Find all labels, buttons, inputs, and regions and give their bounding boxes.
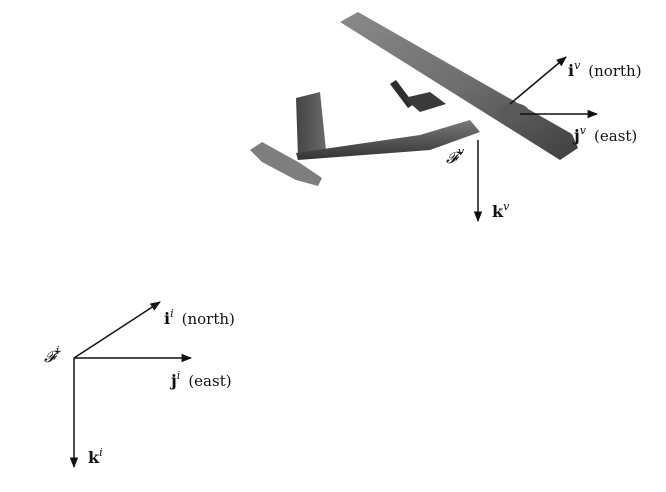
nose-cone [497, 103, 529, 121]
vehicle-i-axis-arrow [509, 56, 567, 105]
inertial-k-axis-label: ki [88, 446, 103, 467]
inertial-i-axis-label: ii(north) [164, 307, 235, 328]
vehicle-k-axis-label: kv [492, 200, 510, 221]
inertial-frame: ii(north) ji(east) 𝓕i ki [44, 301, 235, 469]
inertial-i-axis-arrow [73, 301, 161, 359]
vehicle-i-axis-label: iv(north) [568, 59, 642, 80]
vehicle-j-axis-label: jv(east) [572, 124, 637, 145]
fuselage-boom [296, 120, 480, 160]
horizontal-stabilizer [250, 142, 322, 186]
vertical-tail [296, 92, 326, 158]
motor-pod [404, 92, 446, 112]
vehicle-frame-label: 𝓕v [446, 145, 465, 167]
inertial-j-axis-label: ji(east) [169, 369, 232, 390]
propeller [390, 80, 414, 108]
airplane-illustration [250, 12, 578, 186]
main-wing [340, 12, 578, 160]
vehicle-frame: iv(north) jv(east) 𝓕v kv [446, 56, 642, 223]
inertial-frame-label: 𝓕i [44, 344, 62, 366]
